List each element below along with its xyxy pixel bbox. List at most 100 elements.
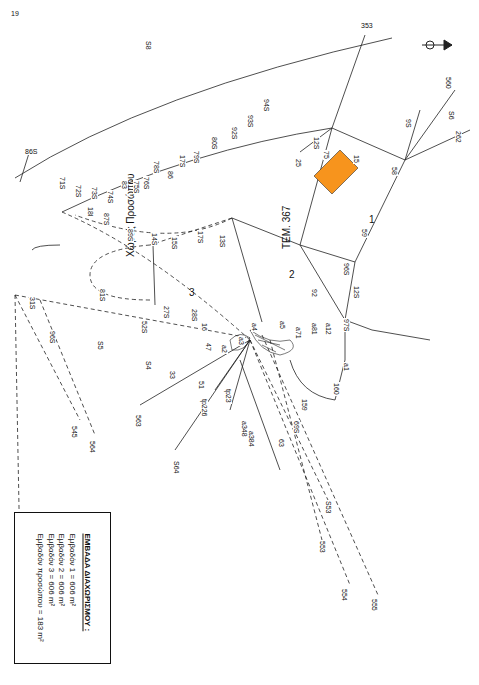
point-number: 9S [405,118,412,129]
point-number: 553 [319,540,326,554]
point-number: 92S [231,126,238,140]
point-number: 564 [89,440,96,454]
point-number: 15 [353,154,360,164]
point-number: 94S [263,98,270,112]
point-number: S64 [173,460,180,474]
point-number: 92 [311,288,318,298]
area-value: Εμβαδόν 1 = 606 m² [66,534,77,643]
point-number: S8 [145,40,152,51]
road-edge [250,340,328,540]
table-heading: ΕΜΒΑΔΑ ΔΙΑΧΩΡΙΣΜΟΥ : [81,534,92,643]
point-number: a81 [311,322,318,336]
point-number: 86 [167,170,174,180]
parcel-label: 3 [188,288,196,298]
point-number: 96S [49,330,56,344]
point-number: 79S [193,150,200,164]
road-edge [75,215,232,233]
point-number: 560 [445,76,452,90]
point-number: 83 [121,180,128,190]
point-number: 72S [75,184,82,198]
point-number: 52S [141,320,148,334]
point-number: 27S [163,305,170,319]
point-number: 73S [91,186,98,200]
point-number: 87S [103,212,110,226]
point-number: 80S [211,136,218,150]
point-number: a4 [251,322,258,332]
point-number: a71 [295,326,302,340]
point-number: 563 [135,414,142,428]
point-number: 93S [247,114,254,128]
point-number: 97S [343,318,350,332]
point-number: 16 [201,322,208,332]
point-number: 71S [59,176,66,190]
point-number: 28S [191,308,198,322]
parcel-label: 2 [288,270,296,280]
point-number: 69S [293,420,300,434]
point-number: 159 [301,398,308,412]
boundary-line [332,35,470,160]
point-number: 353 [360,22,374,29]
point-number: 15S [171,236,178,250]
point-number: S5 [97,340,104,351]
curb-curve [32,245,335,400]
area-value: Εμβαδόν προσώπου = 183 m² [34,534,45,643]
area-table-box: ΕΜΒΑΔΑ ΔΙΑΧΩΡΙΣΜΟΥ :Εμβαδόν 1 = 606 m²Εμ… [14,512,111,664]
point-number: 17S [179,154,186,168]
point-number: a2 [221,344,228,354]
area-value: Εμβαδόν 3 = 606 m² [44,534,55,643]
point-number: tp23 [225,388,232,404]
road-edge [250,335,378,595]
point-number: 18l [87,206,94,217]
point-number: 74S [107,190,114,204]
point-number: 545 [71,425,78,439]
boundary-line [215,340,280,470]
point-number: 58 [391,166,398,176]
point-number: a384 [248,430,255,448]
point-number: 81S [99,288,106,302]
point-number: 89S [127,228,134,242]
parcel-boundary [300,245,355,320]
boundary-line [140,340,250,450]
point-number: 75 [323,150,330,160]
point-number: 12S [353,285,360,299]
point-number: 12S [313,136,320,150]
parcel-label: ΤΕΜ. 367 [282,205,292,250]
road-edge [62,128,332,212]
point-number: S6 [448,110,455,121]
parcel-label: 1 [368,215,376,225]
roundabout-hatch [230,330,293,355]
point-number: S53 [325,500,332,514]
parcel-boundary [300,128,405,262]
parcel-boundary [153,245,155,305]
point-number: 160 [333,382,340,396]
point-number: a5 [279,320,286,330]
point-number: 76S [143,176,150,190]
area-table-text: ΕΜΒΑΔΑ ΔΙΑΧΩΡΙΣΜΟΥ :Εμβαδόν 1 = 606 m²Εμ… [34,534,92,643]
point-number: a3 [238,336,245,346]
point-number: 47 [205,342,212,352]
point-number: 554 [341,588,348,602]
point-number: tp226 [201,398,208,418]
point-number: a1 [343,362,350,372]
point-number: 555 [371,598,378,612]
point-number: 63 [278,438,285,448]
point-number: 13S [219,234,226,248]
point-number: 17S [197,230,204,244]
point-number: 96S [343,262,350,276]
point-number: 25 [295,158,302,168]
point-number: 262 [455,130,462,144]
point-number: 33 [169,370,176,380]
point-number: S4 [145,360,152,371]
point-number: 14S [151,232,158,246]
point-number: 31S [29,296,36,310]
highlighted-plot [314,150,358,194]
point-number: 51 [198,380,205,390]
point-number: 59 [361,228,368,238]
area-value: Εμβαδόν 2 = 606 m² [55,534,66,643]
point-number: 86S [24,148,38,155]
point-number: a348 [241,420,248,438]
point-number: 75S [133,180,140,194]
point-number: 19 [10,10,20,17]
point-number: 78S [153,160,160,174]
point-number: a12 [325,322,332,336]
